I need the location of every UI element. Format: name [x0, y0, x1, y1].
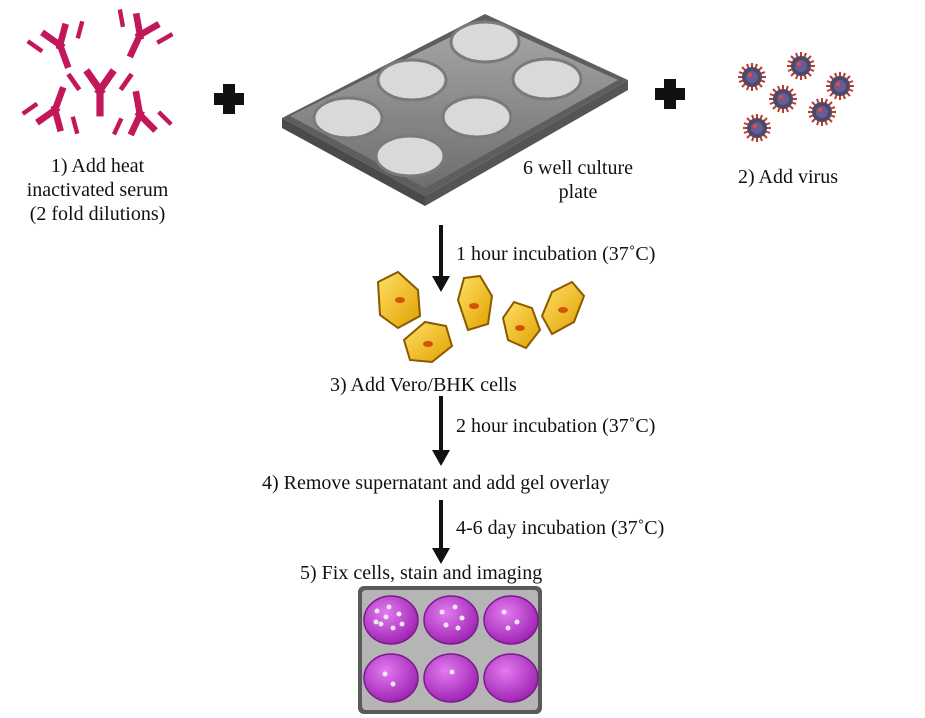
step1-line1: 1) Add heat: [50, 155, 145, 177]
step1-line3: (2 fold dilutions): [29, 203, 166, 225]
plate-label: 6 well culture plate: [508, 156, 648, 204]
plate-line2: plate: [558, 181, 598, 203]
step1-line2: inactivated serum: [26, 179, 169, 201]
arrow-down-icon: [432, 225, 450, 292]
antibody-icon: [19, 3, 177, 140]
incubation1-label: 1 hour incubation (37˚C): [456, 243, 656, 265]
incubation2-label: 2 hour incubation (37˚C): [456, 415, 656, 437]
step3-label: 3) Add Vero/BHK cells: [330, 374, 517, 396]
virus-icon: [737, 51, 855, 143]
incubation3-label: 4-6 day incubation (37˚C): [456, 517, 665, 539]
step1-label: 1) Add heat inactivated serum (2 fold di…: [0, 154, 195, 226]
arrow-down-icon: [432, 396, 450, 466]
plus-icon: [214, 84, 244, 114]
arrow-down-icon: [432, 500, 450, 564]
step4-label: 4) Remove supernatant and add gel overla…: [262, 472, 610, 494]
step5-label: 5) Fix cells, stain and imaging: [300, 562, 543, 584]
plate-line1: 6 well culture: [523, 157, 633, 179]
culture-plate-icon: [282, 14, 628, 206]
plus-icon: [655, 79, 685, 109]
step2-label: 2) Add virus: [738, 166, 838, 188]
stained-plate-icon: [358, 586, 542, 714]
cell-icon: [376, 270, 586, 364]
